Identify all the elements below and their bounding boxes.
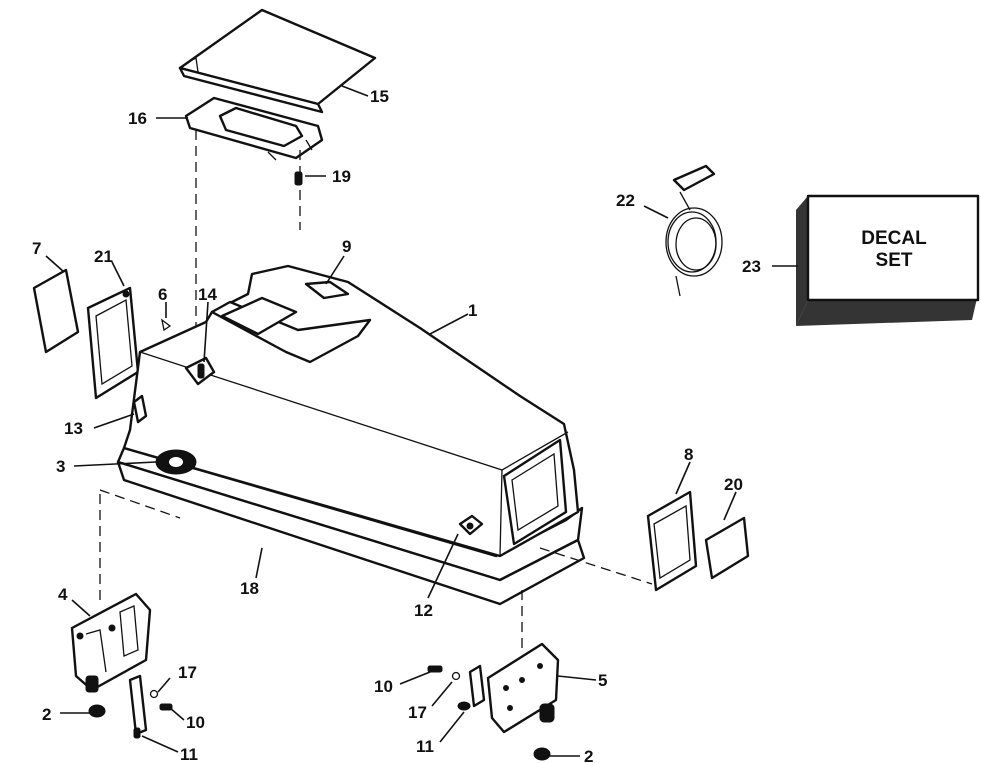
label-20: 20 bbox=[724, 475, 743, 494]
part-10-screw-left bbox=[159, 703, 173, 711]
part-11-clip-left bbox=[128, 674, 148, 739]
decal-set-line2: SET bbox=[876, 250, 913, 271]
label-11-right: 11 bbox=[416, 737, 434, 756]
leader-lines bbox=[45, 85, 798, 757]
part-7-decal bbox=[32, 268, 80, 354]
part-15-top-cover bbox=[178, 8, 377, 114]
label-18: 18 bbox=[240, 579, 259, 598]
label-8: 8 bbox=[684, 445, 693, 464]
label-7: 7 bbox=[32, 239, 41, 258]
decal-set-line1: DECAL bbox=[861, 228, 927, 249]
part-22-lanyard bbox=[665, 164, 723, 297]
label-22: 22 bbox=[616, 191, 635, 210]
part-4-bracket bbox=[70, 592, 152, 693]
label-2-left: 2 bbox=[42, 705, 51, 724]
part-8-side-grille bbox=[646, 490, 698, 592]
part-11-clip-right bbox=[457, 664, 486, 711]
label-17-left: 17 bbox=[178, 663, 197, 682]
label-4: 4 bbox=[58, 585, 68, 604]
label-10-right: 10 bbox=[374, 677, 393, 696]
alignment-line-seal-left bbox=[99, 489, 181, 519]
label-10-left: 10 bbox=[186, 713, 205, 732]
label-17-right: 17 bbox=[408, 703, 427, 722]
part-17-washer-right bbox=[451, 671, 461, 681]
label-2-right: 2 bbox=[584, 747, 593, 763]
label-1: 1 bbox=[468, 301, 477, 320]
label-5: 5 bbox=[598, 671, 607, 690]
label-12: 12 bbox=[414, 601, 433, 620]
part-10-screw-right bbox=[427, 665, 443, 673]
alignment-line-panel-right bbox=[539, 547, 653, 585]
label-14: 14 bbox=[198, 285, 217, 304]
part-2-foot-left bbox=[88, 704, 106, 718]
part-labels: 15 16 19 7 21 6 14 9 1 13 3 22 23 8 20 1… bbox=[32, 87, 761, 763]
label-9: 9 bbox=[342, 237, 351, 256]
part-23-decal-set-box: DECAL SET bbox=[796, 194, 980, 326]
part-19-screw bbox=[294, 171, 303, 186]
label-19: 19 bbox=[332, 167, 351, 186]
label-21: 21 bbox=[94, 247, 113, 266]
part-20-decal bbox=[704, 516, 750, 580]
part-17-washer-left bbox=[149, 689, 159, 699]
part-16-grommet-frame bbox=[184, 96, 324, 161]
part-1-motor-cover bbox=[116, 264, 586, 606]
part-5-bracket bbox=[486, 642, 560, 734]
label-13: 13 bbox=[64, 419, 83, 438]
label-15: 15 bbox=[370, 87, 389, 106]
label-11-left: 11 bbox=[180, 745, 198, 763]
label-3: 3 bbox=[56, 457, 65, 476]
part-6-clip bbox=[161, 318, 172, 332]
label-16: 16 bbox=[128, 109, 147, 128]
label-23: 23 bbox=[742, 257, 761, 276]
label-6: 6 bbox=[158, 285, 167, 304]
part-2-foot-right bbox=[533, 747, 551, 761]
part-21-grille bbox=[86, 286, 140, 400]
